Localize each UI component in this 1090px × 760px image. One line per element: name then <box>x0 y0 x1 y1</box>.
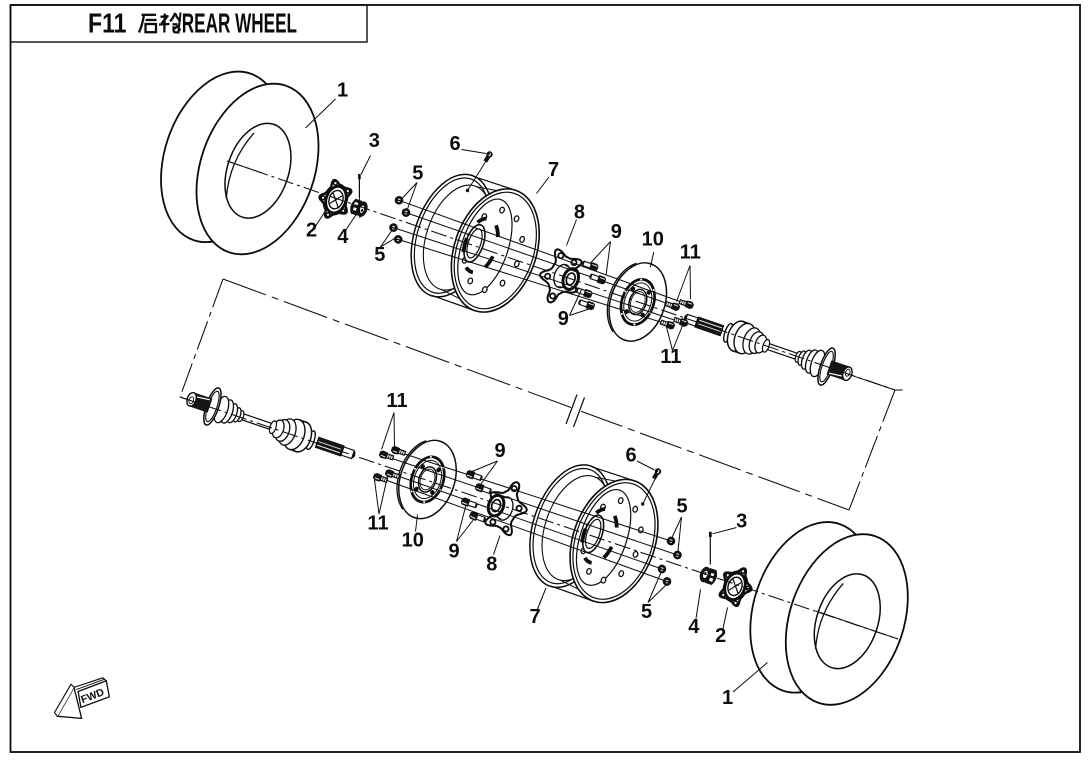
svg-text:10: 10 <box>642 229 664 251</box>
svg-text:11: 11 <box>680 242 701 264</box>
svg-text:2: 2 <box>715 625 726 647</box>
svg-text:10: 10 <box>402 530 424 552</box>
svg-text:11: 11 <box>367 513 388 535</box>
svg-text:7: 7 <box>548 159 559 181</box>
svg-text:8: 8 <box>574 202 585 224</box>
svg-text:8: 8 <box>486 554 497 576</box>
svg-text:6: 6 <box>625 445 636 467</box>
svg-text:5: 5 <box>412 163 423 185</box>
svg-text:1: 1 <box>722 687 733 709</box>
svg-text:3: 3 <box>736 510 747 532</box>
svg-text:9: 9 <box>448 541 459 563</box>
svg-text:9: 9 <box>558 308 569 330</box>
svg-text:2: 2 <box>306 220 317 242</box>
svg-text:/REAR WHEEL: /REAR WHEEL <box>177 8 297 39</box>
svg-text:9: 9 <box>494 440 505 462</box>
svg-text:11: 11 <box>386 390 407 412</box>
svg-text:4: 4 <box>688 616 700 638</box>
svg-text:5: 5 <box>374 244 385 266</box>
svg-text:6: 6 <box>449 133 460 155</box>
svg-text:5: 5 <box>676 496 687 518</box>
svg-text:1: 1 <box>337 80 348 102</box>
svg-text:3: 3 <box>369 130 380 152</box>
svg-text:4: 4 <box>337 226 349 248</box>
svg-text:F11: F11 <box>88 8 127 39</box>
svg-text:9: 9 <box>611 221 622 243</box>
svg-text:7: 7 <box>529 606 540 628</box>
svg-text:5: 5 <box>641 601 652 623</box>
svg-text:11: 11 <box>660 346 681 368</box>
